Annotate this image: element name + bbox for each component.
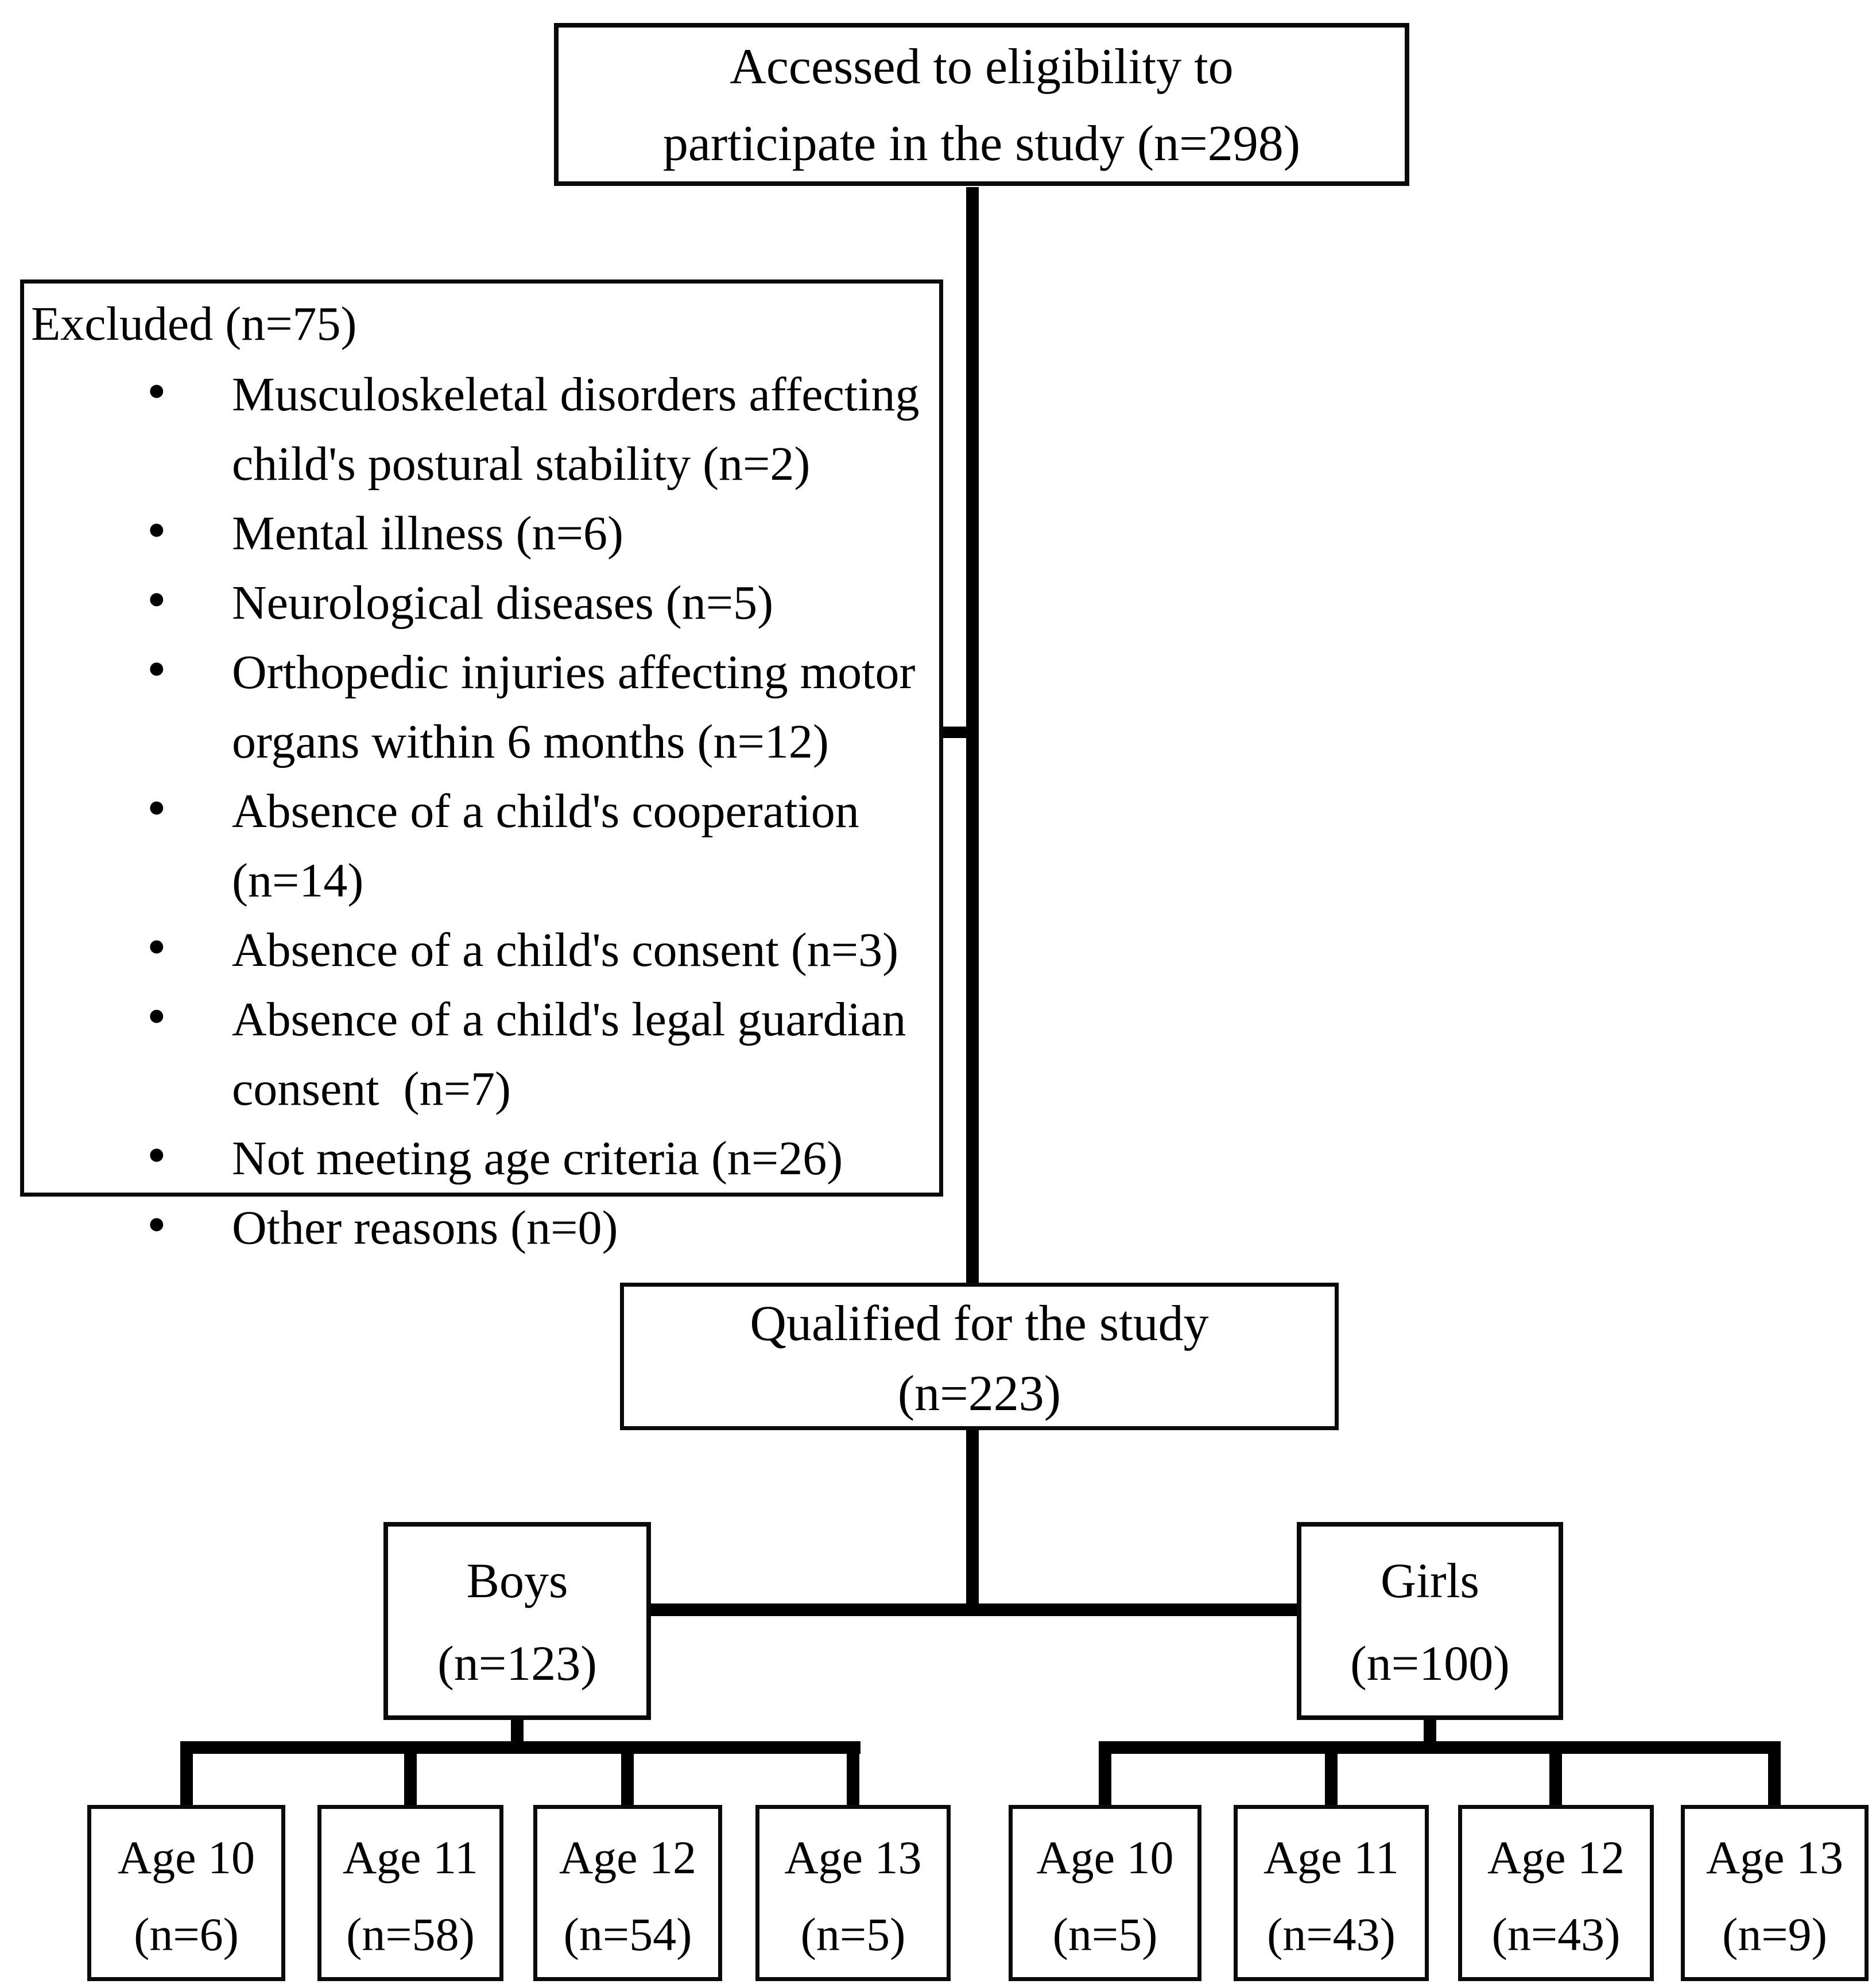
age-count: (n=54)	[563, 1908, 692, 1960]
boys-age13-box: Age 13 (n=5)	[755, 1805, 951, 1981]
excluded-item: Musculoskeletal disorders affecting chil…	[147, 356, 931, 499]
age-label: Age 13	[784, 1831, 922, 1884]
qualified-line1: Qualified for the study	[750, 1296, 1209, 1352]
girls-box: Girls (n=100)	[1297, 1522, 1563, 1720]
excluded-box: Excluded (n=75) Musculoskeletal disorder…	[20, 279, 943, 1259]
connector-girls-down	[1424, 1717, 1436, 1747]
age-count: (n=6)	[134, 1908, 239, 1960]
age-label: Age 11	[1263, 1831, 1400, 1884]
age-label: Age 10	[1036, 1831, 1174, 1884]
girls-age13-box: Age 13 (n=9)	[1681, 1805, 1869, 1981]
age-count: (n=5)	[1052, 1908, 1158, 1960]
excluded-item: Absence of a child's cooperation (n=14)	[147, 773, 931, 915]
age-label: Age 12	[559, 1831, 697, 1884]
excluded-item: Absence of a child's consent (n=3)	[147, 912, 931, 985]
connector-boys-ages	[180, 1741, 861, 1754]
girls-age11-box: Age 11 (n=43)	[1234, 1805, 1429, 1981]
age-label: Age 13	[1706, 1831, 1844, 1884]
connector-stub-boys-age13	[847, 1747, 859, 1807]
boys-age12-box: Age 12 (n=54)	[533, 1805, 722, 1981]
age-label: Age 10	[117, 1831, 255, 1884]
excluded-item: Mental illness (n=6)	[147, 495, 931, 568]
age-count: (n=9)	[1722, 1908, 1827, 1960]
boys-box: Boys (n=123)	[383, 1522, 651, 1720]
age-label: Age 11	[342, 1831, 479, 1884]
age-count: (n=43)	[1267, 1908, 1396, 1960]
connector-stub-boys-age10	[180, 1747, 193, 1807]
excluded-item: Not meeting age criteria (n=26)	[147, 1120, 931, 1193]
connector-top-to-qualified	[966, 187, 979, 1284]
qualified-box: Qualified for the study (n=223)	[620, 1283, 1339, 1430]
excluded-item: Absence of a child's legal guardian cons…	[147, 981, 931, 1124]
excluded-title: Excluded (n=75)	[31, 297, 357, 351]
eligibility-line2: participate in the study (n=298)	[662, 116, 1301, 172]
connector-stub-girls-age10	[1099, 1747, 1111, 1807]
boys-count: (n=123)	[437, 1636, 597, 1691]
connector-boys-down	[511, 1717, 524, 1747]
eligibility-line1: Accessed to eligibility to	[730, 39, 1234, 95]
eligibility-box: Accessed to eligibility to participate i…	[554, 23, 1409, 186]
boys-age10-box: Age 10 (n=6)	[87, 1805, 285, 1981]
connector-qualified-to-split	[966, 1427, 979, 1613]
connector-stub-girls-age13	[1768, 1747, 1781, 1807]
boys-age11-box: Age 11 (n=58)	[317, 1805, 503, 1981]
girls-count: (n=100)	[1350, 1636, 1510, 1691]
girls-label: Girls	[1381, 1553, 1479, 1608]
age-label: Age 12	[1487, 1831, 1625, 1884]
age-count: (n=43)	[1491, 1908, 1621, 1960]
girls-age12-box: Age 12 (n=43)	[1458, 1805, 1654, 1981]
age-count: (n=58)	[346, 1908, 475, 1960]
connector-stub-girls-age11	[1325, 1747, 1338, 1807]
connector-stub-boys-age11	[404, 1747, 417, 1807]
excluded-item: Orthopedic injuries affecting motor orga…	[147, 634, 931, 776]
boys-label: Boys	[466, 1553, 568, 1608]
connector-girls-ages	[1099, 1741, 1781, 1754]
connector-stub-girls-age12	[1549, 1747, 1562, 1807]
girls-age10-box: Age 10 (n=5)	[1009, 1805, 1201, 1981]
excluded-item: Neurological diseases (n=5)	[147, 565, 931, 638]
age-count: (n=5)	[800, 1908, 906, 1960]
excluded-list: Musculoskeletal disorders affecting chil…	[31, 356, 931, 1263]
connector-to-excluded	[942, 727, 971, 738]
connector-stub-boys-age12	[621, 1747, 634, 1807]
qualified-line2: (n=223)	[897, 1366, 1061, 1422]
excluded-item: Other reasons (n=0)	[147, 1190, 931, 1263]
connector-boys-girls	[648, 1603, 1302, 1616]
